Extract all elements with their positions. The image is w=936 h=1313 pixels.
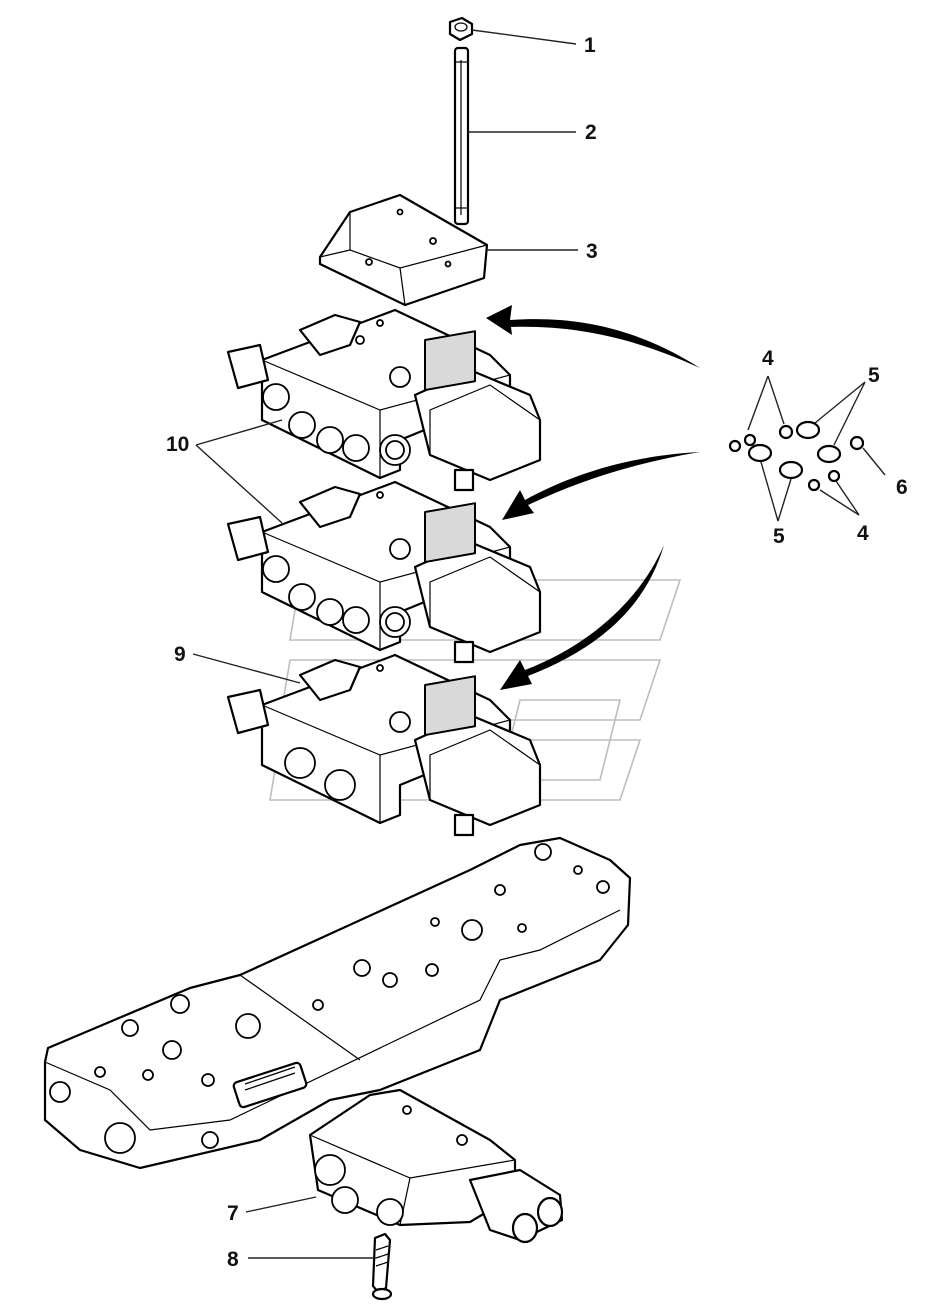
callout-4-top: 4 — [762, 347, 774, 370]
callout-8: 8 — [227, 1248, 239, 1271]
nut-part-1 — [448, 16, 474, 42]
callout-7: 7 — [227, 1202, 239, 1225]
valve-base-manifold — [43, 836, 632, 1170]
callout-10: 10 — [166, 433, 189, 456]
leader-lines — [192, 29, 886, 1259]
control-valve-section-upper — [226, 308, 542, 492]
assembly-arrows — [486, 305, 700, 690]
callout-4-bottom: 4 — [857, 522, 869, 545]
callout-5-bottom: 5 — [773, 525, 785, 548]
control-valve-section-lower — [226, 653, 542, 837]
tie-rod-part-2 — [453, 46, 470, 226]
callout-2: 2 — [585, 121, 597, 144]
callout-3: 3 — [586, 240, 598, 263]
valve-block-part-7 — [308, 1088, 564, 1244]
callout-labels: 1 2 3 4 5 6 5 4 10 9 7 8 — [166, 34, 908, 1271]
callout-6: 6 — [896, 476, 908, 499]
bolt-part-8 — [371, 1232, 393, 1301]
end-plate-part-3 — [318, 193, 489, 307]
callout-1: 1 — [584, 34, 596, 57]
callout-9: 9 — [174, 643, 186, 666]
seal-kit-parts-4-5-6 — [728, 420, 865, 492]
control-valve-section-middle — [226, 480, 542, 664]
callout-5-top: 5 — [868, 364, 880, 387]
